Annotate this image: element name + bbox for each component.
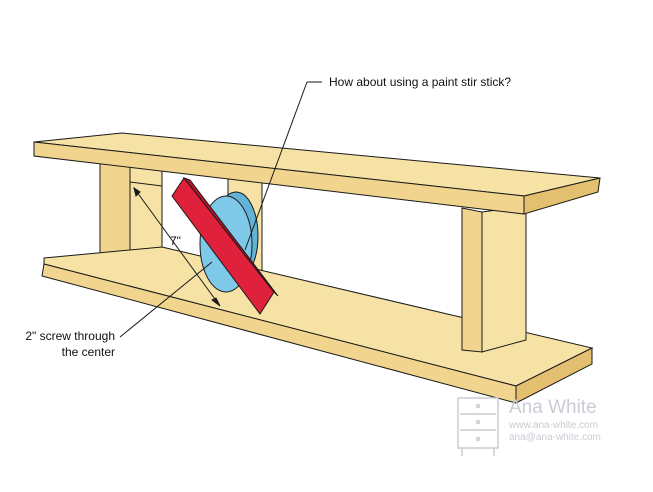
bottom-shelf <box>41 246 594 404</box>
watermark-url: www.ana-white.com <box>509 420 598 431</box>
paint-stir-stick <box>171 176 279 315</box>
top-callout-text: How about using a paint stir stick? <box>329 75 512 89</box>
left-callout-leader <box>119 261 213 338</box>
top-shelf <box>33 132 601 215</box>
left-leg <box>99 159 163 264</box>
dresser-logo-icon <box>457 397 499 456</box>
watermark-email: ana@ana-white.com <box>509 432 601 443</box>
top-callout-pointer <box>244 81 308 251</box>
right-leg <box>461 205 527 353</box>
left-callout-line-1: 2" screw through <box>25 329 115 343</box>
dimension-label: 7" <box>170 234 181 248</box>
left-callout-line-2: the center <box>61 345 115 359</box>
dimension-arrow <box>129 181 221 307</box>
watermark-name: Ana White <box>509 397 597 418</box>
